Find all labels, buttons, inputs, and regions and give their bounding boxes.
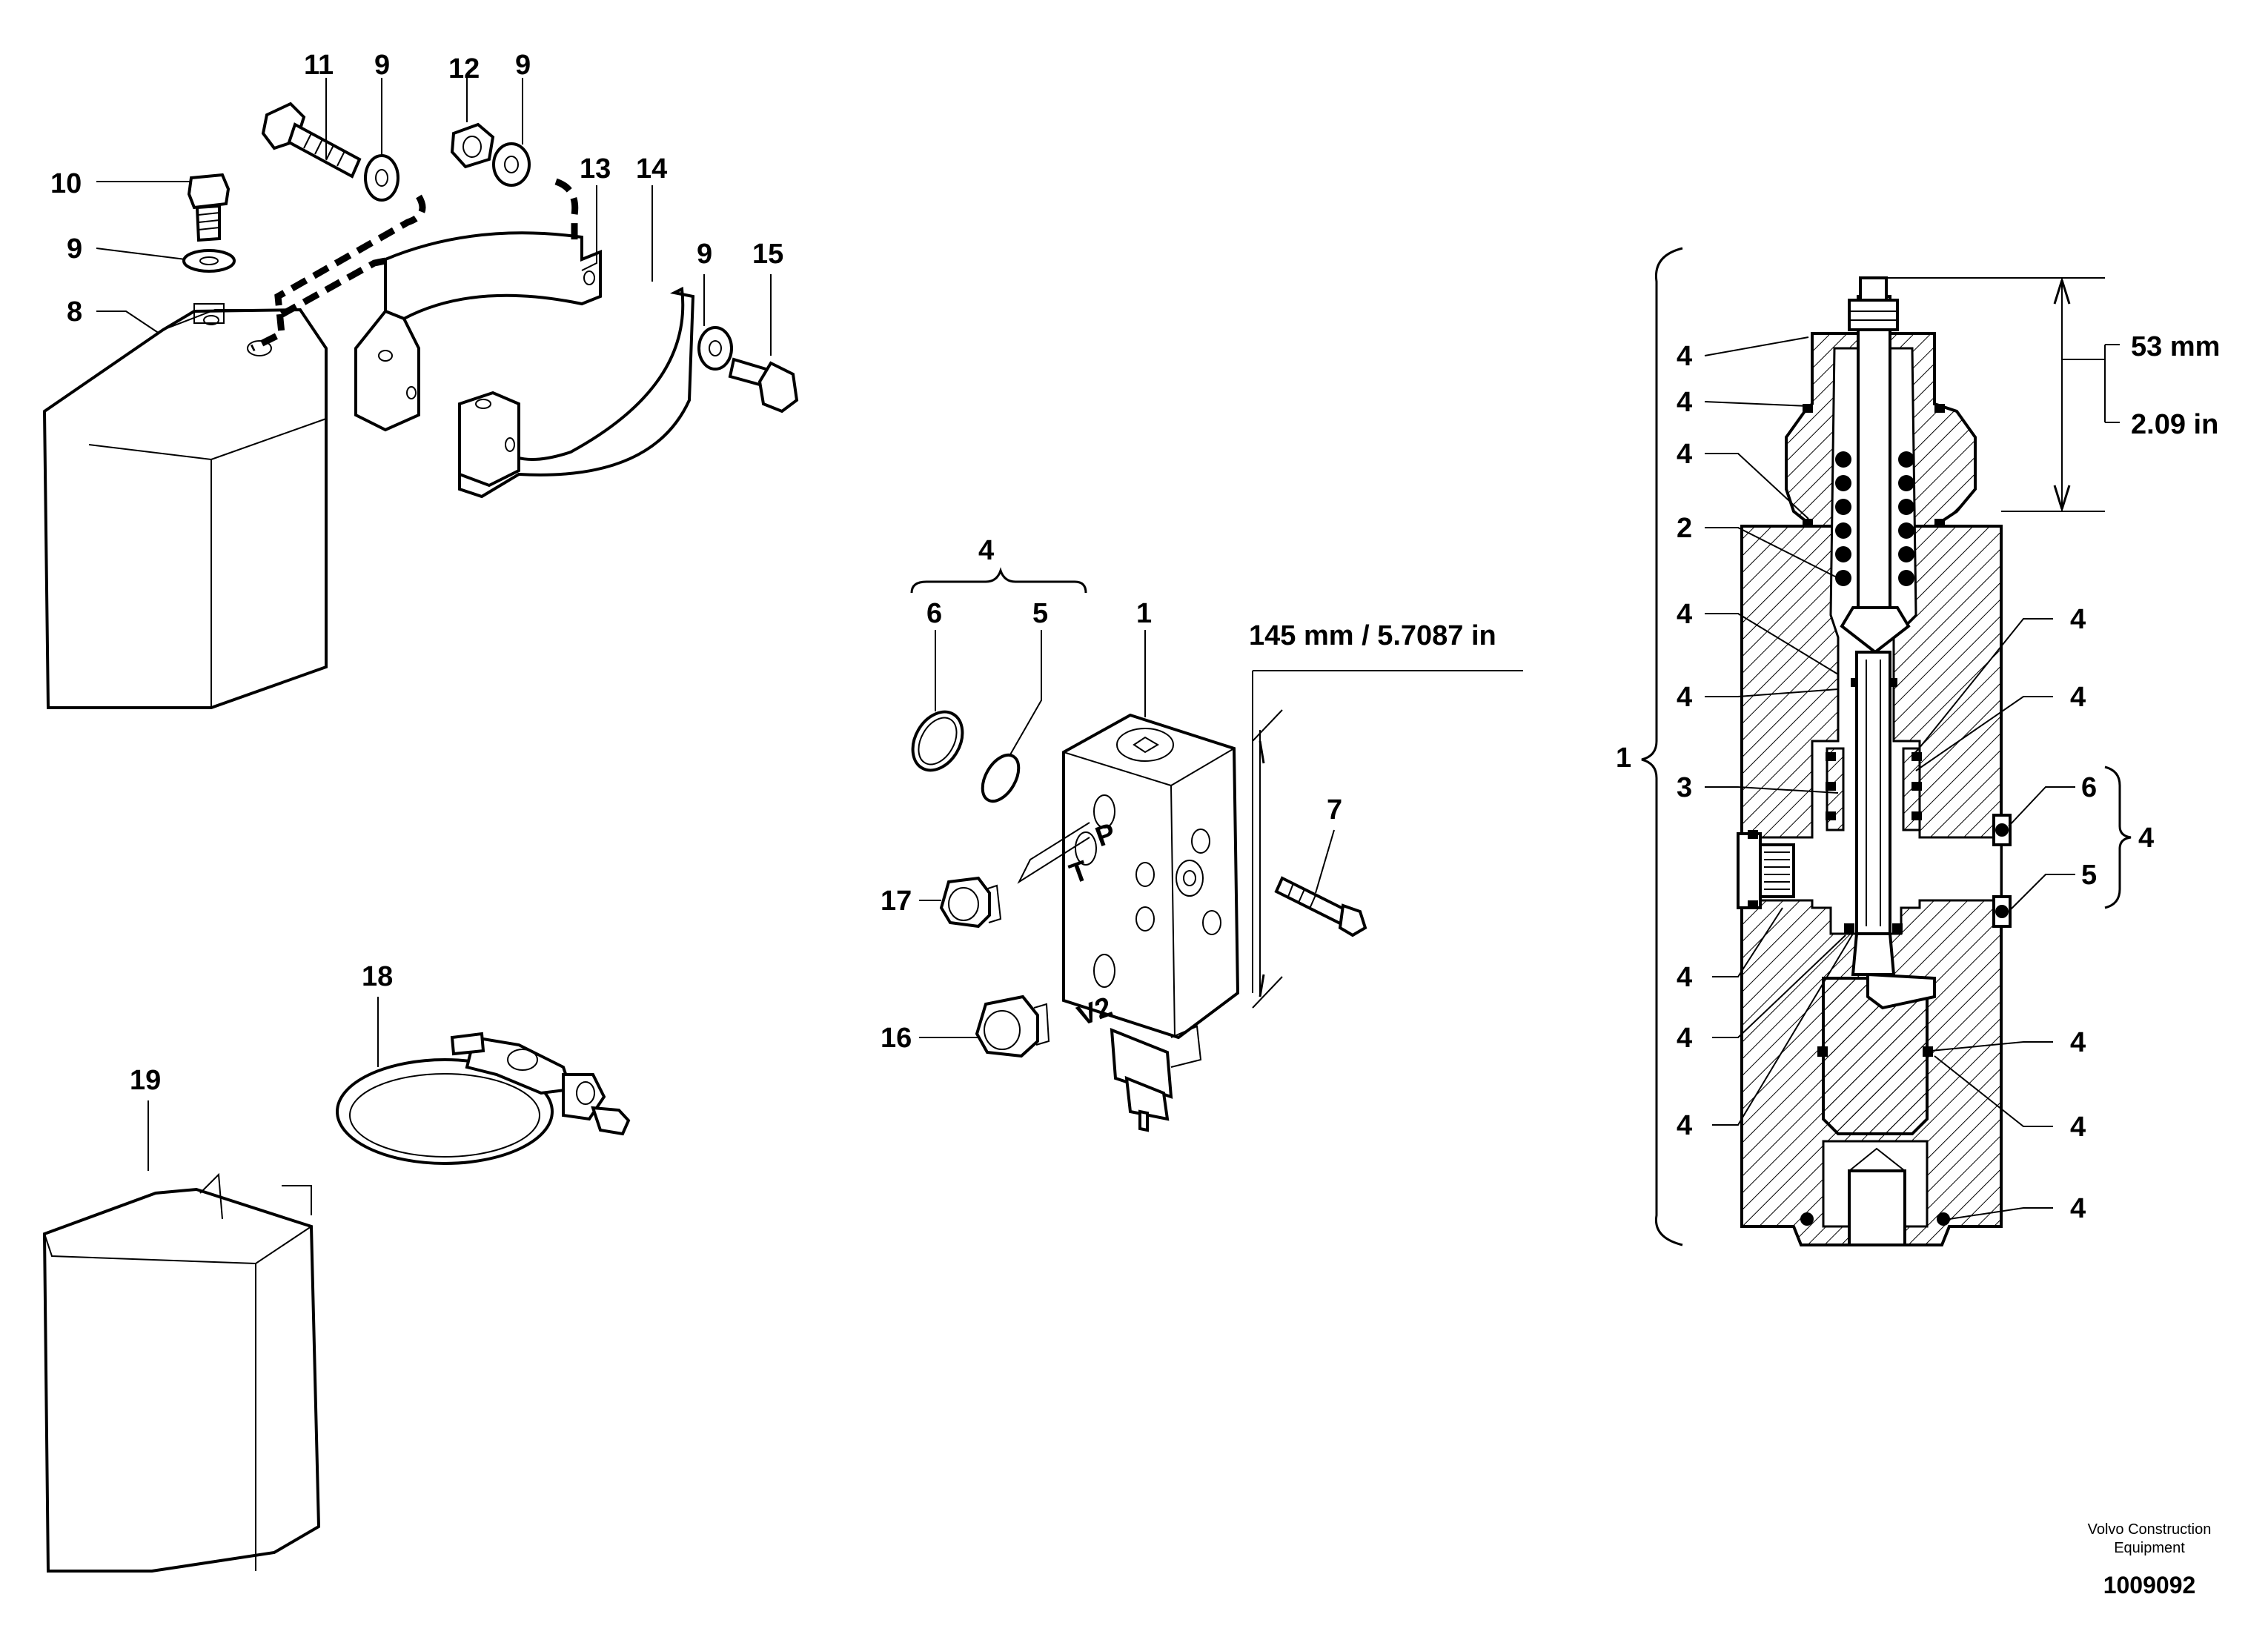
brand-line-1: Volvo Construction: [2088, 1521, 2212, 1538]
valve-length-dimension: 145 mm / 5.7087 in: [1249, 620, 1496, 651]
callout-9: 9: [67, 233, 82, 265]
washer-9-c: [492, 142, 531, 187]
callout-7: 7: [1327, 794, 1342, 826]
clamp-18: [336, 1032, 631, 1165]
brand-line-2: Equipment: [2114, 1540, 2185, 1556]
nut-12: [450, 122, 495, 169]
callout-4: 4: [978, 535, 994, 566]
callout-4: 4: [2070, 1193, 2086, 1224]
callout-1: 1: [1136, 598, 1152, 629]
clamp-13: [354, 231, 602, 432]
dimension-labels: 145 mm / 5.7087 in 53 mm 2.09 in: [1249, 331, 2220, 651]
cover-assembly-top: [42, 102, 799, 709]
bolt-11: [261, 102, 362, 179]
callout-19: 19: [130, 1065, 161, 1096]
callout-18: 18: [362, 961, 393, 992]
valve-assembly: [910, 567, 1523, 1132]
callout-4: 4: [1677, 341, 1692, 372]
callout-15: 15: [752, 239, 783, 270]
bolt-15: [728, 357, 799, 414]
callout-12: 12: [448, 53, 480, 84]
callout-4: 4: [1677, 1110, 1692, 1141]
callout-2: 2: [1677, 513, 1692, 544]
callout-13: 13: [580, 153, 611, 185]
callout-4: 4: [1677, 962, 1692, 993]
stroke-dimension-mm: 53 mm: [2131, 331, 2220, 362]
plug-16: [975, 995, 1050, 1058]
callout-4: 4: [1677, 387, 1692, 418]
callout-6: 6: [926, 598, 942, 629]
valve-section-view: [1641, 247, 2132, 1246]
callout-4: 4: [2070, 682, 2086, 713]
callout-4: 4: [2070, 1112, 2086, 1143]
callout-11: 11: [304, 50, 334, 81]
callout-5: 5: [1032, 598, 1048, 629]
cover-8: [42, 308, 328, 709]
callout-8: 8: [67, 296, 82, 328]
callout-5: 5: [2081, 860, 2097, 891]
callout-9: 9: [515, 50, 531, 81]
callout-1: 1: [1616, 743, 1631, 774]
leader-lines: [96, 78, 2075, 1220]
callout-9: 9: [697, 239, 712, 270]
washer-9-a: [182, 249, 236, 273]
footer: Volvo Construction Equipment 1009092: [2088, 1521, 2212, 1598]
callout-16: 16: [881, 1023, 912, 1054]
o-ring-6: [911, 710, 964, 772]
callout-4: 4: [1677, 682, 1692, 713]
callout-labels: 10 9 11 9 12 9 13 14 9 15 8 18 19 4 6 5 …: [50, 50, 2154, 1224]
callout-3: 3: [1677, 772, 1692, 803]
plug-17: [939, 876, 1002, 929]
bolt-10: [187, 173, 231, 242]
callout-14: 14: [636, 153, 667, 185]
callout-4: 4: [2138, 823, 2154, 854]
washer-9-b: [364, 154, 399, 202]
callout-10: 10: [50, 168, 82, 199]
stroke-dimension-in: 2.09 in: [2131, 409, 2218, 440]
callout-4: 4: [1677, 439, 1692, 470]
callout-4: 4: [2070, 604, 2086, 635]
screw-7: [1274, 876, 1367, 937]
cover-19: [42, 1187, 321, 1573]
callout-6: 6: [2081, 772, 2097, 803]
document-number: 1009092: [2103, 1572, 2196, 1598]
spring-2: [1835, 451, 1914, 586]
callout-17: 17: [881, 886, 912, 917]
callout-4: 4: [1677, 599, 1692, 630]
clamp-14: [458, 286, 695, 499]
cover-assembly-bottom: [42, 1032, 631, 1573]
callout-4: 4: [2070, 1027, 2086, 1058]
washer-9-d: [697, 326, 733, 371]
callout-4: 4: [1677, 1023, 1692, 1054]
valve-body: [1062, 713, 1240, 1040]
callout-9: 9: [374, 50, 390, 81]
o-ring-5: [981, 753, 1021, 803]
